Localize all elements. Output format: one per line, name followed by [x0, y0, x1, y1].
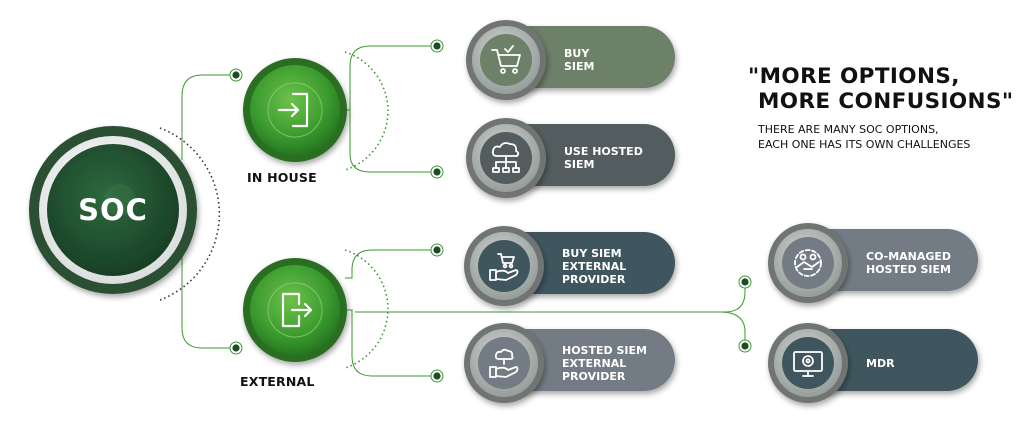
option-label-line: BUY SIEM — [562, 246, 622, 260]
connector-lines — [159, 45, 746, 377]
handshake-gear-icon — [794, 249, 822, 277]
monitor-gear-icon — [793, 351, 823, 377]
quote-body-line-2: EACH ONE HAS ITS OWN CHALLENGES — [758, 138, 971, 151]
option-label-line: BUY — [564, 47, 590, 60]
option-label-line: PROVIDER — [562, 369, 626, 383]
cloud-network-icon — [491, 142, 520, 173]
option-pill-5[interactable] — [768, 223, 978, 303]
option-label-line: CO-MANAGED — [866, 250, 952, 263]
quote-title-line-2: MORE CONFUSIONS" — [758, 89, 1014, 114]
option-label-line: EXTERNAL — [562, 259, 627, 273]
hand-cart-icon — [489, 253, 519, 281]
soc-center-node — [29, 126, 197, 294]
connector-external-mdr — [719, 311, 746, 346]
quote-title-line-1: "MORE OPTIONS, — [748, 64, 960, 89]
connector-dot — [430, 369, 444, 383]
connector-dot — [430, 243, 444, 257]
option-label-line: SIEM — [564, 158, 595, 171]
branch-label-external: EXTERNAL — [240, 374, 315, 389]
door-exit-icon — [281, 292, 313, 328]
option-label-line: USE HOSTED — [564, 145, 643, 158]
option-pill-3[interactable] — [464, 226, 675, 306]
branch-label-in-house: IN HOUSE — [247, 170, 317, 185]
branch-node-in-house[interactable] — [243, 58, 347, 162]
connector-soc-external — [181, 208, 236, 349]
connector-inhouse-hosted — [340, 109, 437, 173]
option-pill-4[interactable] — [464, 323, 675, 403]
option-label-line: PROVIDER — [562, 272, 626, 286]
option-pill-1[interactable] — [466, 20, 675, 100]
connector-dot — [738, 275, 752, 289]
connector-soc-inhouse — [181, 74, 236, 160]
option-pill-2[interactable] — [466, 118, 675, 198]
connector-external-hosted — [345, 309, 437, 377]
connector-dot — [229, 341, 243, 355]
option-label-line: EXTERNAL — [562, 356, 627, 370]
shopping-cart-check-icon — [491, 45, 521, 74]
branch-node-external[interactable] — [243, 258, 347, 362]
connector-inhouse-buy — [340, 45, 437, 111]
connector-dot — [738, 339, 752, 353]
dotted-arc-soc — [159, 127, 221, 301]
connector-dot — [430, 165, 444, 179]
option-label-line: HOSTED SIEM — [562, 343, 647, 357]
connector-dot — [430, 39, 444, 53]
option-label-6: MDR — [866, 357, 976, 370]
dotted-arc-external — [344, 249, 389, 369]
dotted-arc-inhouse — [344, 51, 389, 171]
door-enter-icon — [277, 92, 309, 128]
option-label-line: HOSTED SIEM — [866, 263, 951, 276]
connector-dot — [229, 68, 243, 82]
hand-cloud-icon — [489, 348, 519, 378]
option-label-line: MDR — [866, 356, 895, 370]
soc-label: SOC — [78, 193, 148, 227]
option-pill-6[interactable] — [768, 323, 978, 403]
quote-body-line-1: THERE ARE MANY SOC OPTIONS, — [758, 123, 939, 136]
option-label-line: SIEM — [564, 60, 595, 73]
connector-dots — [229, 39, 752, 383]
quote-block: "MORE OPTIONS, MORE CONFUSIONS" THERE AR… — [748, 64, 1018, 152]
connector-external-buy — [345, 249, 437, 279]
